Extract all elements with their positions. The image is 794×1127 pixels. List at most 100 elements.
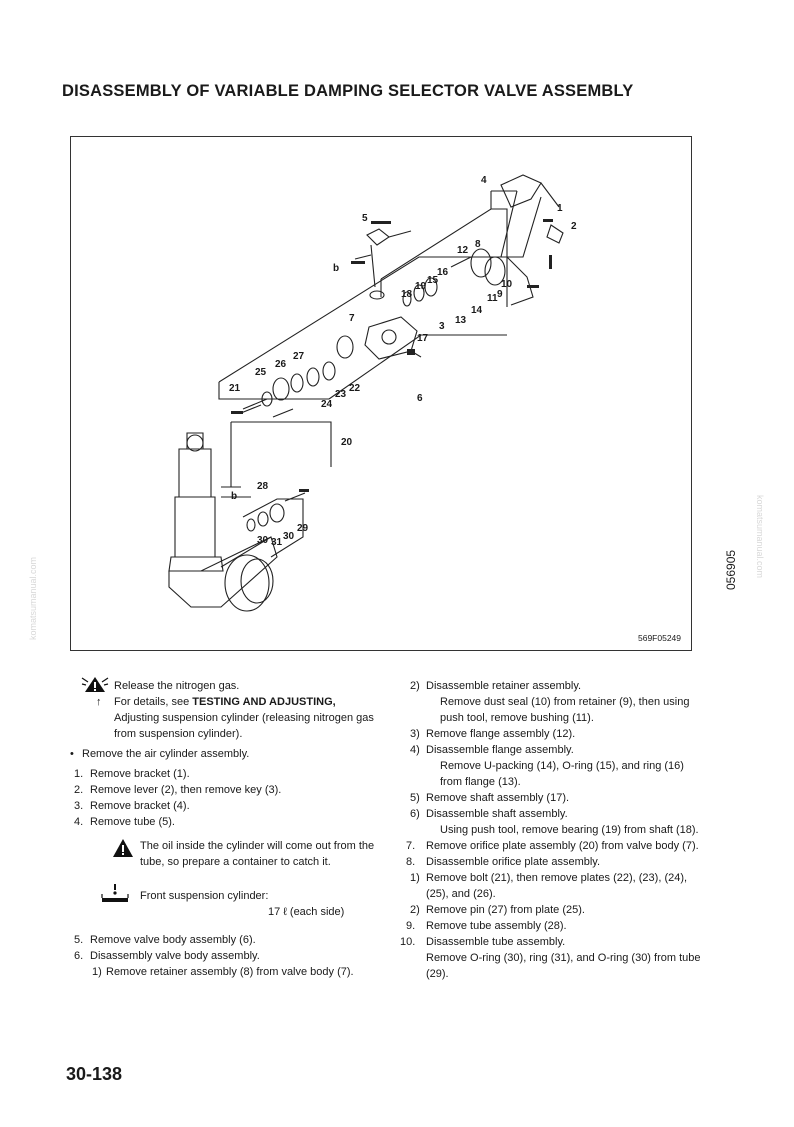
step-row: 2.Remove lever (2), then remove key (3). xyxy=(70,782,375,798)
details-rest: Adjusting suspension cylinder (releasing… xyxy=(114,712,374,740)
instruction-text: Disassemble shaft assembly. xyxy=(426,808,568,820)
watermark-left: komatsumanual.com xyxy=(28,556,38,640)
release-text: Release the nitrogen gas. xyxy=(114,680,240,692)
instruction-continuation: Using push tool, remove bearing (19) fro… xyxy=(400,822,705,838)
instruction-text: Remove flange assembly (12). xyxy=(426,728,576,740)
instruction-text: Remove orifice plate assembly (20) from … xyxy=(426,840,699,852)
bullet-item: • Remove the air cylinder assembly. xyxy=(70,746,375,762)
instruction-row: 1)Remove bolt (21), then remove plates (… xyxy=(400,870,705,902)
instruction-text: Using push tool, remove bearing (19) fro… xyxy=(440,824,699,836)
instruction-number: 6) xyxy=(410,808,420,820)
step-number: 5. xyxy=(74,934,84,946)
fig-label-13: 13 xyxy=(455,315,467,326)
caution-note: The oil inside the cylinder will come ou… xyxy=(70,838,375,870)
instruction-text: Remove bolt (21), then remove plates (22… xyxy=(426,872,688,900)
step-text: Remove valve body assembly (6). xyxy=(90,934,256,946)
instruction-text: Disassemble orifice plate assembly. xyxy=(426,856,601,868)
step-row: 4.Remove tube (5). xyxy=(70,814,375,830)
fig-label-21: 21 xyxy=(229,383,241,394)
fig-label-b-bottom: b xyxy=(231,491,238,502)
fig-label-2: 2 xyxy=(571,221,577,232)
instruction-number: 8. xyxy=(406,856,416,868)
instruction-row: 2)Disassemble retainer assembly. xyxy=(400,678,705,694)
step-number: 3. xyxy=(74,800,84,812)
left-column: Release the nitrogen gas. ↑ For details,… xyxy=(70,677,375,980)
fig-label-8: 8 xyxy=(475,239,481,250)
instruction-row: 7. Remove orifice plate assembly (20) fro… xyxy=(400,838,705,854)
fig-label-27: 27 xyxy=(293,351,305,362)
instruction-continuation: Remove U-packing (14), O-ring (15), and … xyxy=(400,758,705,790)
fig-label-16: 16 xyxy=(437,267,449,278)
fig-label-6: 6 xyxy=(417,393,423,404)
instruction-text: Remove shaft assembly (17). xyxy=(426,792,570,804)
fig-label-29: 29 xyxy=(297,523,309,534)
instruction-number: 2) xyxy=(410,680,420,692)
release-note: Release the nitrogen gas. xyxy=(70,677,375,694)
exploded-diagram: 4 1 5 2 12 8 b 16 15 19 18 11 10 9 14 13… xyxy=(70,136,692,651)
figure-code: 569F05249 xyxy=(637,633,681,643)
fig-label-3: 3 xyxy=(439,321,445,332)
arrow-up-icon: ↑ xyxy=(96,696,102,708)
instruction-text: Remove O-ring (30), ring (31), and O-rin… xyxy=(426,952,701,980)
instruction-row: 6) Disassemble shaft assembly. xyxy=(400,806,705,822)
instruction-text: Remove pin (27) from plate (25). xyxy=(426,904,585,916)
step-text: Remove lever (2), then remove key (3). xyxy=(90,784,282,796)
instruction-row: 9. Remove tube assembly (28). xyxy=(400,918,705,934)
fig-label-4: 4 xyxy=(481,175,487,186)
step-number: 6. xyxy=(74,950,84,962)
fig-label-10: 10 xyxy=(501,279,513,290)
fig-label-22: 22 xyxy=(349,383,361,394)
substep-number: 1) xyxy=(92,966,102,978)
diagram-drawing xyxy=(168,174,564,612)
fig-label-11: 11 xyxy=(487,293,498,304)
fig-label-7: 7 xyxy=(349,313,355,324)
fig-label-31: 31 xyxy=(271,537,283,548)
instruction-number: 7. xyxy=(406,840,416,852)
instruction-row: 8. Disassemble orifice plate assembly. xyxy=(400,854,705,870)
fig-label-9: 9 xyxy=(497,289,503,300)
fig-label-30b: 30 xyxy=(283,531,295,542)
step-text: Disassembly valve body assembly. xyxy=(90,950,260,962)
instruction-number: 2) xyxy=(410,904,420,916)
bullet-dot-icon: • xyxy=(70,748,74,760)
instruction-number: 3) xyxy=(410,728,420,740)
bullet-text: Remove the air cylinder assembly. xyxy=(82,748,250,760)
step-text: Remove bracket (1). xyxy=(90,768,190,780)
fig-label-19: 19 xyxy=(415,281,427,292)
fig-label-30a: 30 xyxy=(257,535,269,546)
side-code: 056905 xyxy=(724,549,738,590)
instruction-continuation: Remove O-ring (30), ring (31), and O-rin… xyxy=(400,950,705,982)
steps-5-6: 5. Remove valve body assembly (6). 6. Disa… xyxy=(70,932,375,980)
instruction-text: Remove tube assembly (28). xyxy=(426,920,567,932)
fig-label-18: 18 xyxy=(401,289,413,300)
instruction-row: 2) Remove pin (27) from plate (25). xyxy=(400,902,705,918)
watermark-right: komatsumanual.com xyxy=(755,495,765,579)
fig-label-26: 26 xyxy=(275,359,287,370)
right-column: 2)Disassemble retainer assembly.Remove d… xyxy=(400,678,705,982)
fig-label-28: 28 xyxy=(257,481,269,492)
instruction-row: 4) Disassemble flange assembly. xyxy=(400,742,705,758)
details-note: ↑ For details, see TESTING AND ADJUSTING… xyxy=(70,694,375,742)
instruction-number: 4) xyxy=(410,744,420,756)
details-ref: TESTING AND ADJUSTING, xyxy=(192,696,336,708)
instruction-number: 9. xyxy=(406,920,416,932)
step-row: 6. Disassembly valve body assembly. xyxy=(70,948,375,964)
fig-label-14: 14 xyxy=(471,305,483,316)
substep-text: Remove retainer assembly (8) from valve … xyxy=(106,966,354,978)
nitrogen-warning-icon xyxy=(81,677,109,692)
oil-label: Front suspension cylinder: xyxy=(140,890,269,902)
step-row: 3.Remove bracket (4). xyxy=(70,798,375,814)
instruction-row: 10.Disassemble tube assembly. xyxy=(400,934,705,950)
fig-label-12: 12 xyxy=(457,245,469,256)
step-row: 1.Remove bracket (1). xyxy=(70,766,375,782)
instruction-text: Remove U-packing (14), O-ring (15), and … xyxy=(440,760,684,788)
step-number: 4. xyxy=(74,816,84,828)
steps-1-4: 1.Remove bracket (1). 2.Remove lever (2)… xyxy=(70,766,375,830)
fig-label-23: 23 xyxy=(335,389,347,400)
instruction-text: Disassemble flange assembly. xyxy=(426,744,574,756)
fig-label-1: 1 xyxy=(557,203,563,214)
instruction-number: 5) xyxy=(410,792,420,804)
page-number: 30-138 xyxy=(66,1064,123,1084)
fig-label-5: 5 xyxy=(362,213,368,224)
fig-label-20: 20 xyxy=(341,437,353,448)
